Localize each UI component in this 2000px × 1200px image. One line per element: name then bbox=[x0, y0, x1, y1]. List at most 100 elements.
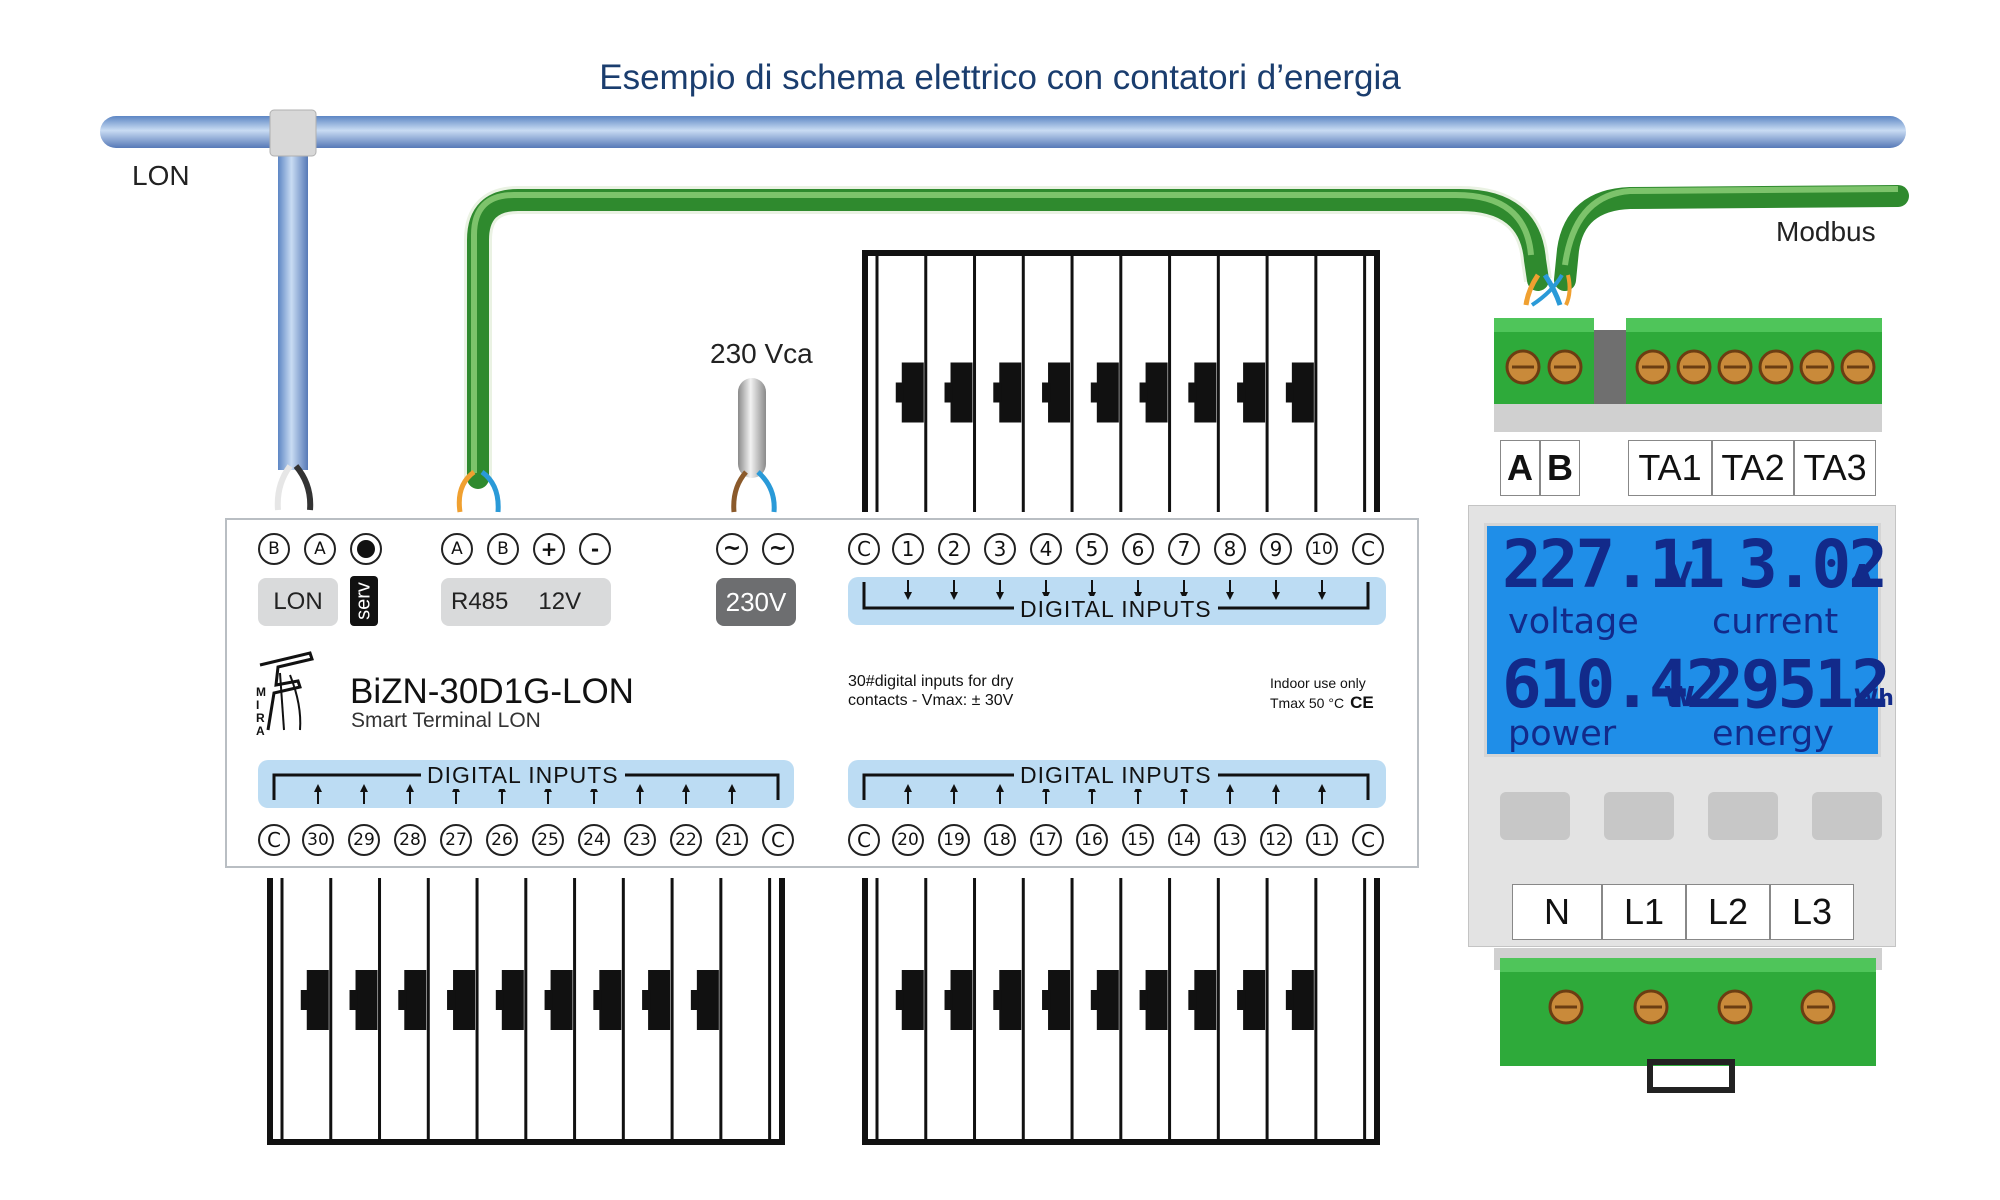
serv-button[interactable]: serv bbox=[350, 576, 378, 626]
di-label-bottom-right: DIGITAL INPUTS bbox=[1014, 762, 1218, 789]
r485-label: R485 bbox=[451, 588, 509, 615]
bottom-right-input-terminal-9: 12 bbox=[1260, 824, 1292, 856]
bus-port-label: R485 12V bbox=[441, 578, 611, 626]
lon-port-label: LON bbox=[258, 578, 338, 626]
top-input-terminal-8: 8 bbox=[1214, 533, 1246, 565]
energy-unit: Wh bbox=[1854, 686, 1894, 711]
top-bank-switch-9 bbox=[1291, 362, 1314, 423]
modbus-meter-wire-orange bbox=[1523, 273, 1541, 306]
bottom-left-input-terminal-8: 23 bbox=[624, 824, 656, 856]
modbus-meter-wire-blue bbox=[1542, 273, 1563, 306]
indoor-line-2: Tmax 50 °C bbox=[1270, 695, 1345, 711]
meter-terminal-ta2: TA2 bbox=[1712, 440, 1794, 496]
bottom-right-bank-switch-7 bbox=[1194, 970, 1217, 1030]
bottom-right-bank-switch-6 bbox=[1145, 970, 1168, 1030]
meter-terminal-ta3: TA3 bbox=[1794, 440, 1876, 496]
top-input-terminal-4: 4 bbox=[1030, 533, 1062, 565]
bottom-left-input-terminal-5: 26 bbox=[486, 824, 518, 856]
terminal-minus: - bbox=[579, 533, 611, 565]
meter-screw-line-2 bbox=[1717, 989, 1753, 1025]
bottom-left-bank-switch-2 bbox=[355, 970, 378, 1030]
bottom-left-input-terminal-2: 29 bbox=[348, 824, 380, 856]
switch-bank-top bbox=[862, 250, 1380, 512]
bottom-left-input-terminal-0: C bbox=[258, 824, 290, 856]
bottom-left-input-terminal-9: 22 bbox=[670, 824, 702, 856]
modbus-label: Modbus bbox=[1776, 216, 1876, 247]
meter-button-4[interactable] bbox=[1812, 792, 1882, 840]
meter-screw-ta-1 bbox=[1635, 349, 1671, 385]
top-input-terminal-0: C bbox=[848, 533, 880, 565]
device-subtitle: Smart Terminal LON bbox=[351, 709, 541, 732]
bottom-right-input-terminal-10: 11 bbox=[1306, 824, 1338, 856]
top-bank-switch-1 bbox=[901, 362, 924, 423]
lon-wire-black bbox=[293, 464, 314, 511]
top-bank-switch-6 bbox=[1145, 362, 1168, 423]
top-input-terminal-5: 5 bbox=[1076, 533, 1108, 565]
top-bank-switch-3 bbox=[999, 362, 1022, 423]
smart-terminal-module bbox=[225, 518, 1419, 868]
bottom-right-input-terminal-8: 13 bbox=[1214, 824, 1246, 856]
meter-button-1[interactable] bbox=[1500, 792, 1570, 840]
terminal-lon-b: B bbox=[258, 533, 290, 565]
meter-screw-ta-4 bbox=[1758, 349, 1794, 385]
bottom-right-input-terminal-2: 19 bbox=[938, 824, 970, 856]
top-bank-switch-7 bbox=[1194, 362, 1217, 423]
voltage-value: 227.11 bbox=[1502, 526, 1725, 603]
top-input-terminal-6: 6 bbox=[1122, 533, 1154, 565]
terminal-lon-a: A bbox=[304, 533, 336, 565]
bottom-left-bank-switch-7 bbox=[599, 970, 622, 1030]
serv-label: serv bbox=[352, 582, 375, 620]
current-value: 3.02 bbox=[1738, 526, 1888, 603]
meter-screw-line-0 bbox=[1548, 989, 1584, 1025]
meter-lcd bbox=[1484, 523, 1881, 757]
top-bank-switch-2 bbox=[950, 362, 973, 423]
spec-line-2: contacts - Vmax: ± 30V bbox=[848, 692, 1014, 709]
v12-label: 12V bbox=[538, 588, 582, 615]
terminal-ac-2: ~ bbox=[762, 533, 794, 565]
device-name: BiZN-30D1G-LON bbox=[350, 672, 634, 711]
meter-button-3[interactable] bbox=[1708, 792, 1778, 840]
lon-bus-label: LON bbox=[132, 160, 190, 191]
top-input-terminal-1: 1 bbox=[892, 533, 924, 565]
modbus-wire-blue bbox=[480, 469, 501, 513]
terminal-plus: + bbox=[533, 533, 565, 565]
meter-top-connector bbox=[1494, 318, 1882, 432]
meter-terminal-a: A bbox=[1500, 440, 1540, 496]
modbus-wire-orange bbox=[456, 469, 476, 513]
meter-bottom-connector bbox=[1494, 948, 1882, 1093]
power-unit: W bbox=[1664, 680, 1695, 713]
top-input-terminal-2: 2 bbox=[938, 533, 970, 565]
top-input-terminal-9: 9 bbox=[1260, 533, 1292, 565]
bottom-right-bank-switch-9 bbox=[1291, 970, 1314, 1030]
meter-terminal-b: B bbox=[1540, 440, 1580, 496]
meter-screw-b bbox=[1547, 349, 1583, 385]
supply-wire-blue bbox=[756, 470, 777, 513]
meter-screw-a bbox=[1505, 349, 1541, 385]
di-label-bottom-left: DIGITAL INPUTS bbox=[421, 762, 625, 789]
meter-screw-line-3 bbox=[1800, 989, 1836, 1025]
bottom-left-input-terminal-6: 25 bbox=[532, 824, 564, 856]
ce-mark: CE bbox=[1350, 693, 1374, 712]
switch-bank-bottom-left bbox=[267, 878, 785, 1145]
lon-port-text: LON bbox=[273, 588, 323, 615]
bottom-right-bank-switch-5 bbox=[1096, 970, 1119, 1030]
lon-wire-white bbox=[274, 464, 293, 511]
current-label: current bbox=[1712, 602, 1839, 642]
terminal-bus-b: B bbox=[487, 533, 519, 565]
top-bank-switch-8 bbox=[1243, 362, 1266, 423]
power-label: power bbox=[1508, 714, 1617, 754]
bottom-left-bank-switch-4 bbox=[453, 970, 476, 1030]
supply-cable bbox=[738, 378, 766, 478]
meter-terminal-l1: L1 bbox=[1602, 884, 1686, 940]
bottom-right-input-terminal-7: 14 bbox=[1168, 824, 1200, 856]
meter-screw-line-1 bbox=[1633, 989, 1669, 1025]
bottom-left-input-terminal-11: C bbox=[762, 824, 794, 856]
lon-tee-junction bbox=[269, 109, 317, 157]
voltage-unit: V bbox=[1668, 555, 1693, 593]
meter-button-2[interactable] bbox=[1604, 792, 1674, 840]
bottom-left-bank-switch-3 bbox=[404, 970, 427, 1030]
mira-logo bbox=[259, 651, 314, 731]
meter-screw-ta-5 bbox=[1799, 349, 1835, 385]
diagram-title: Esempio di schema elettrico con contator… bbox=[599, 58, 1401, 97]
